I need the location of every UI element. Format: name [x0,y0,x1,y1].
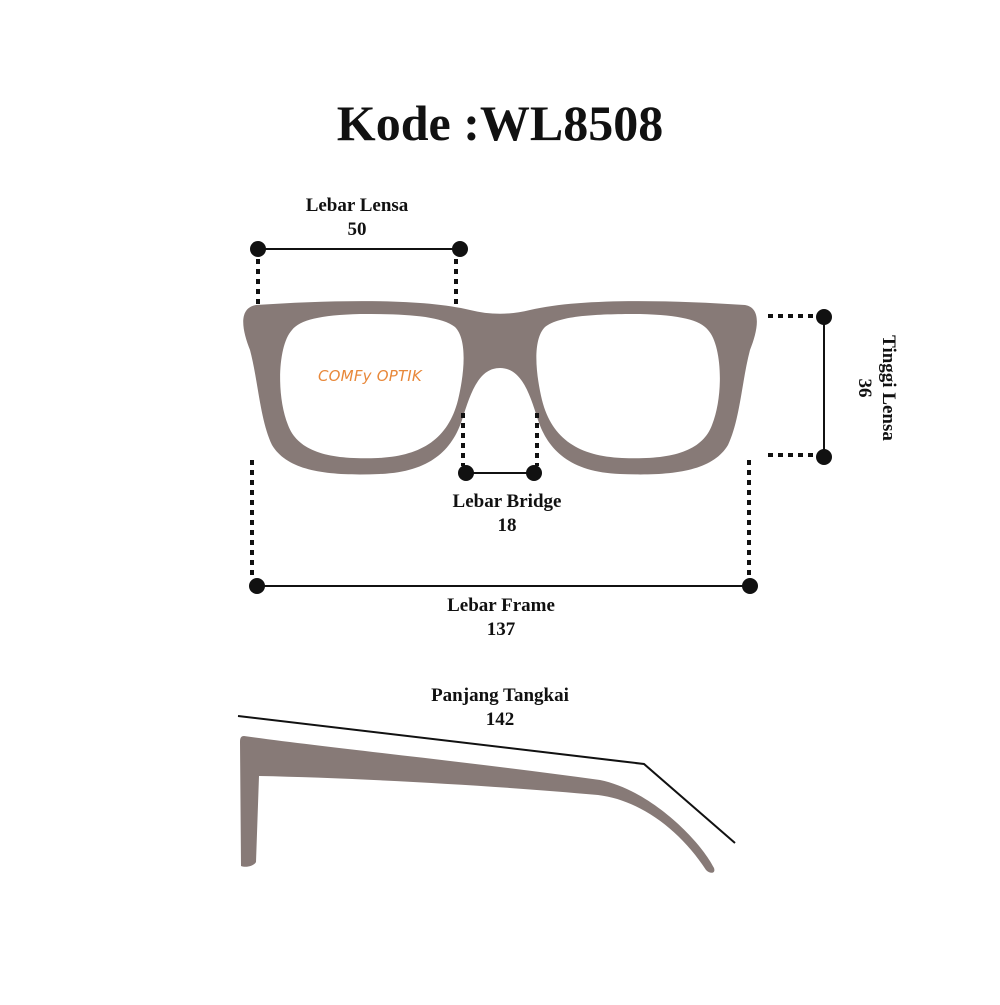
frame-width-label: Lebar Frame 137 [401,594,601,642]
lens-width-label: Lebar Lensa 50 [257,194,457,242]
front-frame-illustration [243,301,757,475]
frame-width-text: Lebar Frame [447,595,555,616]
lens-width-dimension [250,241,468,306]
temple-length-text: Panjang Tangkai [431,685,569,706]
lens-height-dimension [768,309,832,465]
lens-height-text: Tinggi Lensa [878,335,899,441]
product-code-title: Kode :WL8508 [336,95,664,151]
temple-illustration [237,715,736,873]
bridge-width-dimension [458,413,542,481]
lens-width-value: 50 [347,218,367,240]
frame-width-value: 137 [486,618,516,640]
frame-width-dimension [249,460,758,594]
lens-height-value: 36 [854,378,876,398]
lens-width-text: Lebar Lensa [305,195,409,216]
bridge-width-text: Lebar Bridge [452,491,562,512]
bridge-width-label: Lebar Bridge 18 [407,490,607,538]
brand-watermark: COMFy OPTIK [318,367,422,385]
temple-length-value: 142 [485,708,515,730]
temple-length-label: Panjang Tangkai 142 [400,684,600,732]
bridge-width-value: 18 [497,514,517,536]
